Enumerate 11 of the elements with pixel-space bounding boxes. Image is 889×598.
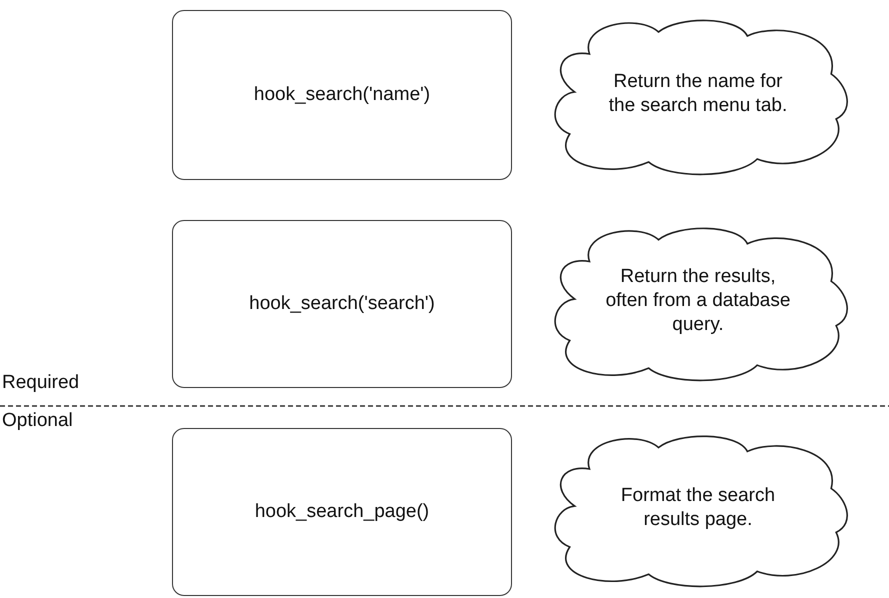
description-text: Return the name for the search menu tab. bbox=[608, 70, 788, 118]
function-box bbox=[172, 220, 512, 388]
function-box bbox=[172, 10, 512, 180]
function-name: hook_search_page() bbox=[254, 500, 430, 524]
section-label: Optional bbox=[2, 410, 73, 432]
description-text: Return the results, often from a database query. bbox=[604, 265, 792, 337]
function-name: hook_search('search') bbox=[249, 292, 435, 316]
description-text: Format the search results page. bbox=[620, 484, 776, 532]
function-name: hook_search('name') bbox=[254, 83, 430, 107]
function-box bbox=[172, 428, 512, 596]
section-label: Required bbox=[2, 372, 80, 394]
